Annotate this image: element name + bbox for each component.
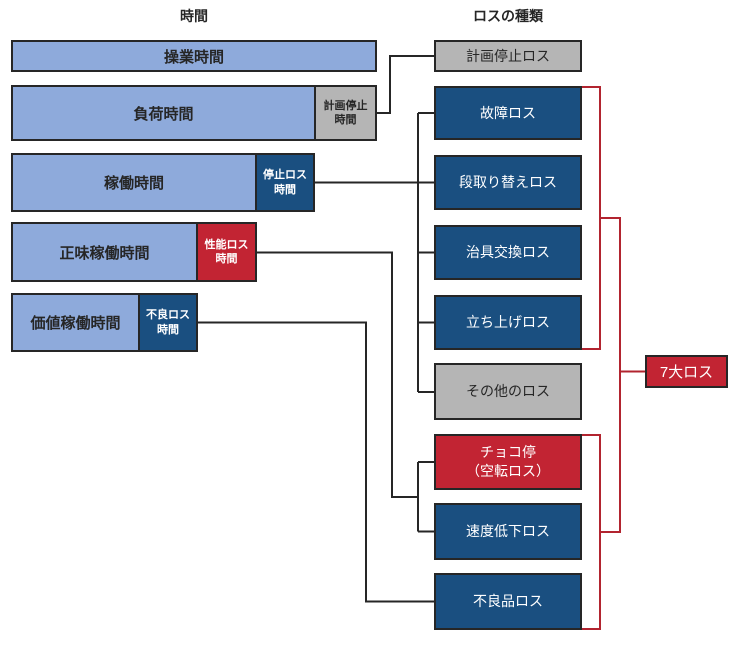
segment-stop-loss-time: 停止ロス 時間 xyxy=(255,153,315,212)
loss-box-minor-stoppage-line2: （空転ロス） xyxy=(466,463,550,479)
performance-loss-time-line2: 時間 xyxy=(215,253,238,265)
time-bar-value-running-time: 価値稼働時間 不良ロス 時間 xyxy=(11,293,198,352)
bracket-performance-quality-losses xyxy=(582,434,621,630)
segment-defect-loss-time: 不良ロス 時間 xyxy=(138,293,198,352)
loss-box-defective-product: 不良品ロス xyxy=(434,573,582,630)
planned-stop-time-line1: 計画停止 xyxy=(323,99,368,112)
net-running-time-label: 正味稼働時間 xyxy=(59,244,150,262)
loss-box-breakdown-label: 故障ロス xyxy=(480,104,536,121)
seven-major-losses-label: 7大ロス xyxy=(659,364,714,381)
loss-box-jig-exchange-label: 治具交換ロス xyxy=(466,244,550,261)
bracket-availability-losses xyxy=(582,86,621,350)
stop-loss-time-line1: 停止ロス xyxy=(263,169,307,182)
net-running-time-segment: 正味稼働時間 xyxy=(11,222,198,282)
connector-performance-loss-tree xyxy=(257,251,434,533)
running-time-label: 稼働時間 xyxy=(103,175,164,192)
loss-box-minor-stoppage-line1: チョコ停 xyxy=(480,444,536,461)
time-bar-net-running-time: 正味稼働時間 性能ロス 時間 xyxy=(11,222,257,282)
operating-time-segment: 操業時間 xyxy=(11,40,377,72)
performance-loss-time-label: 性能ロス 時間 xyxy=(205,238,249,267)
loss-box-startup-label: 立ち上げロス xyxy=(466,314,550,331)
defect-loss-time-line2: 時間 xyxy=(157,323,179,336)
planned-stop-time-line2: 時間 xyxy=(334,114,357,126)
loss-box-jig-exchange: 治具交換ロス xyxy=(434,225,582,280)
defect-loss-time-line1: 不良ロス xyxy=(146,309,190,322)
defect-loss-time-label: 不良ロス 時間 xyxy=(146,308,190,337)
loading-time-segment: 負荷時間 xyxy=(11,85,316,141)
segment-performance-loss-time: 性能ロス 時間 xyxy=(196,222,257,282)
performance-loss-time-line1: 性能ロス xyxy=(204,238,249,251)
loss-box-planned-stop: 計画停止ロス xyxy=(434,40,582,72)
time-bar-running-time: 稼働時間 停止ロス 時間 xyxy=(11,153,315,212)
value-running-time-label: 価値稼働時間 xyxy=(30,315,121,332)
seven-major-losses-box: 7大ロス xyxy=(645,355,728,388)
time-bar-loading-time: 負荷時間 計画停止 時間 xyxy=(11,85,377,141)
loss-box-defective-product-label: 不良品ロス xyxy=(473,593,543,610)
loss-box-startup: 立ち上げロス xyxy=(434,295,582,350)
loss-box-planned-stop-label: 計画停止ロス xyxy=(466,47,550,64)
loss-box-other: その他のロス xyxy=(434,363,582,420)
loss-box-speed-reduction-label: 速度低下ロス xyxy=(466,523,550,540)
planned-stop-time-label: 計画停止 時間 xyxy=(324,99,368,128)
bracket-seven-losses xyxy=(619,218,645,532)
loss-box-speed-reduction: 速度低下ロス xyxy=(434,503,582,560)
loss-box-setup-changeover-label: 段取り替えロス xyxy=(459,174,557,191)
loss-box-other-label: その他のロス xyxy=(466,383,550,400)
loss-box-minor-stoppage: チョコ停 （空転ロス） xyxy=(434,434,582,490)
stop-loss-time-line2: 時間 xyxy=(274,183,296,196)
running-time-segment: 稼働時間 xyxy=(11,153,257,212)
segment-planned-stop-time: 計画停止 時間 xyxy=(314,85,377,141)
connector-stop-loss-tree xyxy=(315,112,434,393)
column-header-time: 時間 xyxy=(180,8,208,24)
time-bar-operating-time: 操業時間 xyxy=(11,40,377,72)
value-running-time-segment: 価値稼働時間 xyxy=(11,293,140,352)
stop-loss-time-label: 停止ロス 時間 xyxy=(263,168,307,197)
loss-box-breakdown: 故障ロス xyxy=(434,86,582,140)
operating-time-label: 操業時間 xyxy=(163,48,224,66)
connector-defect-loss xyxy=(198,321,434,603)
connector-planned-stop xyxy=(377,55,434,114)
loss-box-setup-changeover: 段取り替えロス xyxy=(434,155,582,210)
loading-time-label: 負荷時間 xyxy=(133,105,194,123)
column-header-loss-types: ロスの種類 xyxy=(473,8,543,24)
